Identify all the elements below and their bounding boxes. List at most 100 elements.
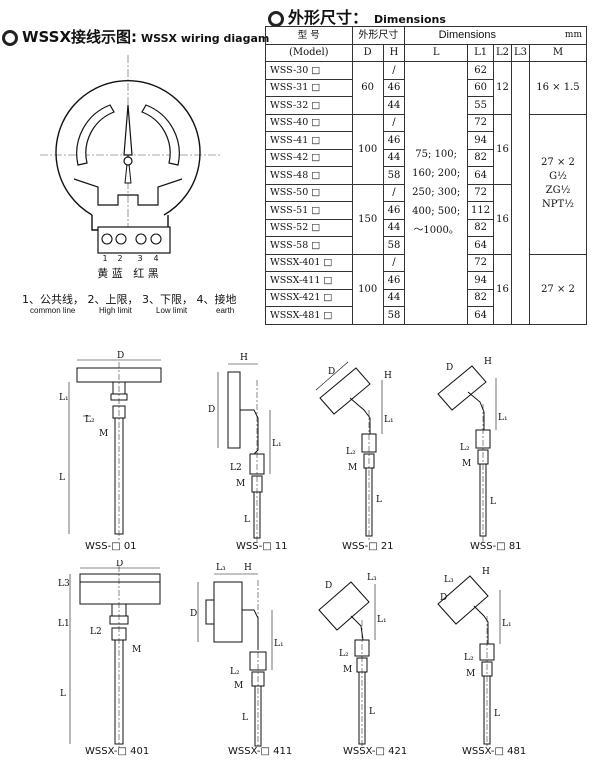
l1-cell: 64	[467, 166, 494, 185]
drawing-wssx-411: L₃ H D L₁ L₂ M L	[190, 563, 284, 748]
l-value: 75; 100;	[415, 149, 458, 161]
h-cell: 46	[382, 131, 406, 150]
l1-cell: 60	[467, 78, 494, 97]
label-D: D	[440, 593, 447, 603]
label-L1: L₁	[377, 615, 387, 625]
label-L1: L₁	[274, 639, 284, 649]
header-L2: L2	[492, 43, 512, 62]
l-value: 160; 200;	[412, 168, 461, 180]
header-M: M	[528, 43, 588, 62]
l3-cell	[510, 61, 530, 325]
h-cell: 46	[382, 201, 406, 220]
label-L3: L₃	[216, 563, 226, 573]
label-L1: L₁	[498, 413, 508, 423]
header-dimensions-en: Dimensions	[404, 26, 530, 45]
l1-cell: 82	[467, 288, 494, 307]
model-cell: WSS-41 □	[265, 131, 353, 150]
l-value: ～1000。	[413, 225, 459, 237]
dimensions-title: 外形尺寸： Dimensions	[268, 4, 446, 28]
model-cell: WSS-50 □	[265, 183, 353, 202]
model-cell: WSS-48 □	[265, 166, 353, 185]
header-D: D	[351, 43, 384, 62]
label-H: H	[384, 371, 392, 381]
dimensions-title-en: Dimensions	[374, 13, 446, 26]
model-cell: WSS-31 □	[265, 78, 353, 97]
drawing-wss-81: D H L₁ L₂ M L	[437, 357, 508, 542]
label-D: D	[325, 581, 332, 591]
label-M: M	[234, 681, 243, 691]
label-M: M	[236, 479, 245, 489]
label-L1: L₁	[272, 439, 282, 449]
label-D: D	[116, 560, 123, 569]
label-L2: L2	[90, 627, 102, 637]
l1-cell: 72	[467, 113, 494, 132]
drawing-caption: WSS-□ 11	[236, 541, 288, 552]
drawing-wss-21: D H L₁ L₂ M L	[315, 361, 394, 542]
l-values-cell: 75; 100; 160; 200; 250; 300; 400; 500; ～…	[404, 61, 469, 325]
drawing-caption: WSSX-□ 421	[343, 746, 408, 757]
label-L: L	[242, 713, 248, 723]
ring-bullet-icon	[268, 10, 284, 27]
drawing-caption: WSSX-□ 401	[85, 746, 150, 757]
m-thread-value: ZG½	[545, 185, 571, 196]
header-model-cn: 型 号	[265, 26, 353, 45]
wiring-title-cn: WSSX接线示图:	[22, 28, 138, 46]
label-L2: L2	[230, 463, 242, 473]
label-M: M	[466, 669, 475, 679]
label-L1: L₁	[384, 415, 394, 425]
l2-cell: 16	[492, 253, 512, 325]
label-H: H	[482, 567, 490, 577]
h-cell: 58	[382, 236, 406, 255]
label-D: D	[117, 351, 124, 361]
label-L3: L3	[58, 579, 70, 589]
header-outline-cn: 外形尺寸	[351, 26, 406, 45]
m-thread-value: 27 × 2	[541, 157, 575, 168]
l2-cell: 16	[492, 183, 512, 255]
model-cell: WSSX-481 □	[265, 306, 353, 325]
label-M: M	[132, 645, 141, 655]
terminal-number: 4	[153, 254, 158, 263]
label-L: L	[376, 495, 382, 505]
label-L: L	[494, 709, 500, 719]
model-cell: WSS-30 □	[265, 61, 353, 80]
h-cell: 46	[382, 78, 406, 97]
h-cell: 58	[382, 306, 406, 325]
l1-cell: 72	[467, 253, 494, 272]
drawing-caption: WSSX-□ 411	[228, 746, 293, 757]
model-cell: WSS-42 □	[265, 148, 353, 167]
label-D: D	[446, 363, 453, 373]
drawing-wssx-421: D L₃ L₁ L₂ M L	[318, 573, 387, 748]
label-H: H	[240, 353, 248, 363]
l-value: 250; 300;	[412, 187, 461, 199]
dimensions-title-cn: 外形尺寸：	[288, 8, 369, 27]
model-cell: WSS-58 □	[265, 236, 353, 255]
label-M: M	[343, 665, 352, 675]
header-H: H	[382, 43, 406, 62]
m-cell: 27 × 2	[528, 253, 588, 325]
legend-en-common: common line	[30, 306, 76, 315]
label-H: H	[484, 357, 492, 367]
model-cell: WSS-32 □	[265, 96, 353, 115]
drawing-caption: WSS-□ 01	[85, 541, 137, 552]
l1-cell: 82	[467, 218, 494, 237]
label-L2: L₂	[85, 415, 95, 425]
model-cell: WSS-51 □	[265, 201, 353, 220]
ring-bullet-icon	[2, 29, 18, 46]
label-L2: L₂	[460, 443, 470, 453]
unit-label: mm	[529, 26, 588, 45]
l1-cell: 64	[467, 306, 494, 325]
label-L3: L₃	[367, 573, 377, 583]
label-L: L	[369, 707, 375, 717]
d-cell: 100	[351, 253, 384, 325]
h-cell: /	[382, 253, 406, 272]
label-L: L	[60, 689, 66, 699]
terminal-number: 2	[117, 254, 122, 263]
label-L2: L₂	[346, 447, 356, 457]
label-D: D	[208, 405, 215, 415]
label-L1: L₁	[59, 393, 69, 403]
legend-en-low: Low limit	[156, 306, 188, 315]
m-thread-cell: 27 × 2 G½ ZG½ NPT½	[528, 113, 588, 255]
wiring-title-en: WSSX wiring diagam	[141, 32, 270, 45]
d-cell: 60	[351, 61, 384, 115]
label-L2: L₂	[339, 649, 349, 659]
